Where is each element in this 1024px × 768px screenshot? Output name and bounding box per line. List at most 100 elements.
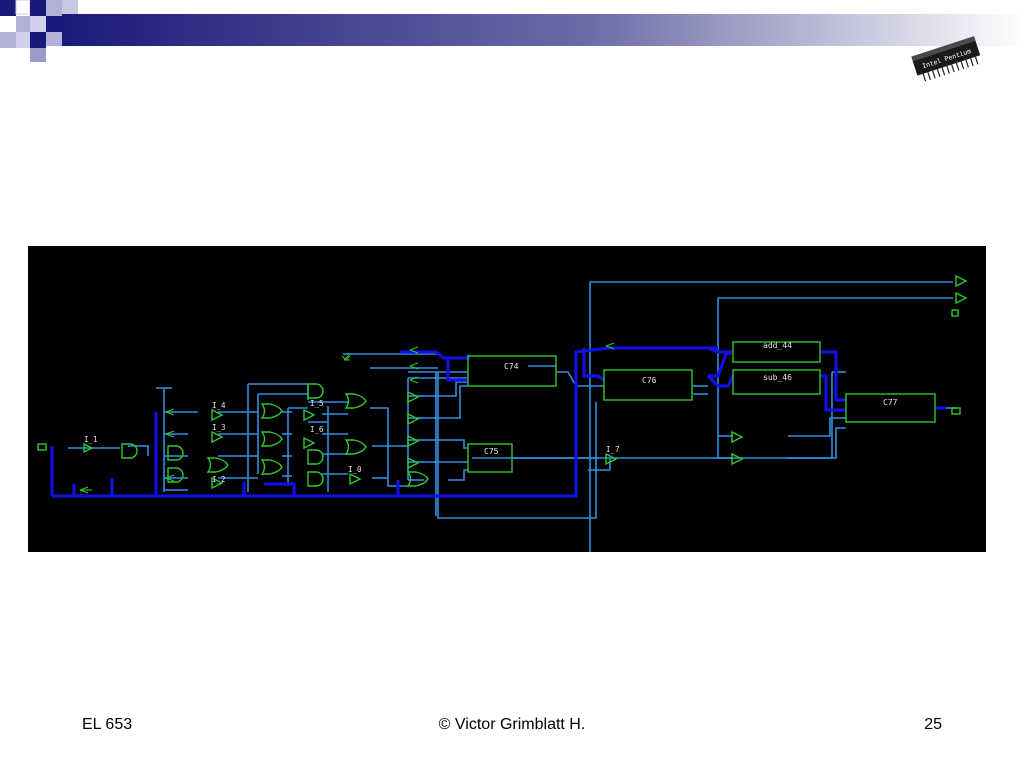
footer-course: EL 653: [82, 716, 133, 733]
bus-wire: [706, 374, 735, 388]
and-gate: [307, 471, 324, 487]
block-label-c74: C74: [504, 362, 519, 371]
buffer-gate: [407, 456, 420, 470]
and-gate: [307, 449, 324, 465]
chip-icon: Intel Pentium: [911, 36, 981, 82]
and-gate: [121, 443, 138, 459]
bus-wire: [446, 358, 468, 382]
wire: [424, 385, 468, 419]
input-arrow: [165, 430, 175, 438]
block-label-add44: add_44: [763, 341, 792, 350]
instance-label-i1: I_1: [84, 435, 98, 444]
block-layer: [467, 341, 936, 473]
footer-copyright: © Victor Grimblatt H.: [438, 716, 586, 733]
block-label-sub46: sub_46: [763, 373, 792, 382]
instance-label-i0: I_0: [348, 465, 362, 474]
and-gate: [167, 445, 184, 461]
buffer-gate: [605, 452, 618, 466]
buffer-gate: [731, 452, 744, 466]
header-square: [15, 0, 31, 15]
instance-label-i6: I_6: [310, 425, 324, 434]
input-arrow: [409, 376, 419, 384]
bus-wire: [708, 350, 734, 378]
header-square: [30, 32, 46, 48]
wire: [248, 383, 309, 400]
and-gate: [167, 467, 184, 483]
gate-layer: [37, 274, 968, 494]
buffer-gate: [303, 436, 316, 450]
input-arrow: [409, 346, 419, 354]
footer-page-number: 25: [924, 716, 942, 733]
block-label-c75: C75: [484, 447, 499, 456]
wire: [788, 417, 846, 437]
wire: [128, 445, 149, 456]
instance-label-i4: I_4: [212, 401, 226, 410]
output-port: [951, 407, 961, 415]
input-arrow: [79, 486, 92, 494]
or-gate: [260, 403, 283, 419]
input-port: [37, 443, 47, 451]
wire: [387, 422, 408, 487]
block-c74: [467, 355, 557, 387]
header-square: [16, 16, 30, 32]
input-arrow: [165, 474, 175, 482]
wire: [788, 427, 846, 459]
instance-label-i7: I_7: [606, 445, 620, 454]
gate-level-schematic: C74 C75 C76 add_44 sub_46 C77: [28, 246, 986, 552]
input-arrow: [341, 355, 351, 361]
or-gate: [344, 439, 367, 455]
wire: [437, 372, 597, 519]
bus-wire: [52, 346, 718, 498]
instance-label-i5: I_5: [310, 399, 324, 408]
instance-label-i2: I_2: [212, 475, 226, 484]
buffer-gate: [349, 472, 362, 486]
input-arrow: [165, 408, 175, 416]
block-c76: [603, 369, 693, 401]
or-gate: [260, 459, 283, 475]
block-c77: [845, 393, 936, 423]
header-square: [30, 0, 46, 16]
wire: [424, 439, 468, 449]
bus-wire: [400, 350, 468, 360]
buffer-gate: [955, 274, 968, 288]
bus-wire: [264, 482, 296, 496]
bus-wire: [820, 374, 846, 412]
bus-wire: [582, 348, 605, 382]
input-arrow: [409, 362, 419, 370]
output-port: [951, 309, 959, 317]
block-label-c76: C76: [642, 376, 657, 385]
buffer-gate: [955, 291, 968, 305]
or-gate: [206, 457, 229, 473]
block-c75: [467, 443, 513, 473]
bus-wire: [707, 346, 733, 354]
buffer-gate: [407, 390, 420, 404]
or-gate: [406, 471, 429, 487]
block-label-c77: C77: [883, 398, 898, 407]
header-square: [16, 32, 30, 48]
buffer-gate: [211, 476, 224, 490]
header-square: [30, 16, 46, 32]
buffer-gate: [83, 442, 94, 454]
bus-wire: [820, 350, 846, 402]
bus-layer: [50, 346, 946, 498]
header-square: [46, 0, 62, 16]
slide-header-decoration: [0, 0, 1024, 62]
input-arrow: [605, 342, 615, 350]
buffer-gate: [407, 434, 420, 448]
header-square: [30, 48, 46, 62]
wire: [448, 469, 468, 481]
header-square: [46, 32, 62, 46]
wire: [424, 381, 468, 397]
buffer-gate: [303, 408, 316, 422]
instance-label-i3: I_3: [212, 423, 226, 432]
header-square: [46, 16, 62, 32]
header-square: [0, 32, 16, 48]
or-gate: [344, 393, 367, 409]
or-gate: [260, 431, 283, 447]
and-gate: [307, 383, 324, 399]
wire: [556, 371, 604, 387]
block-sub46: [732, 369, 821, 395]
buffer-gate: [407, 412, 420, 426]
wire-layer: [68, 281, 956, 552]
wire: [370, 407, 389, 422]
